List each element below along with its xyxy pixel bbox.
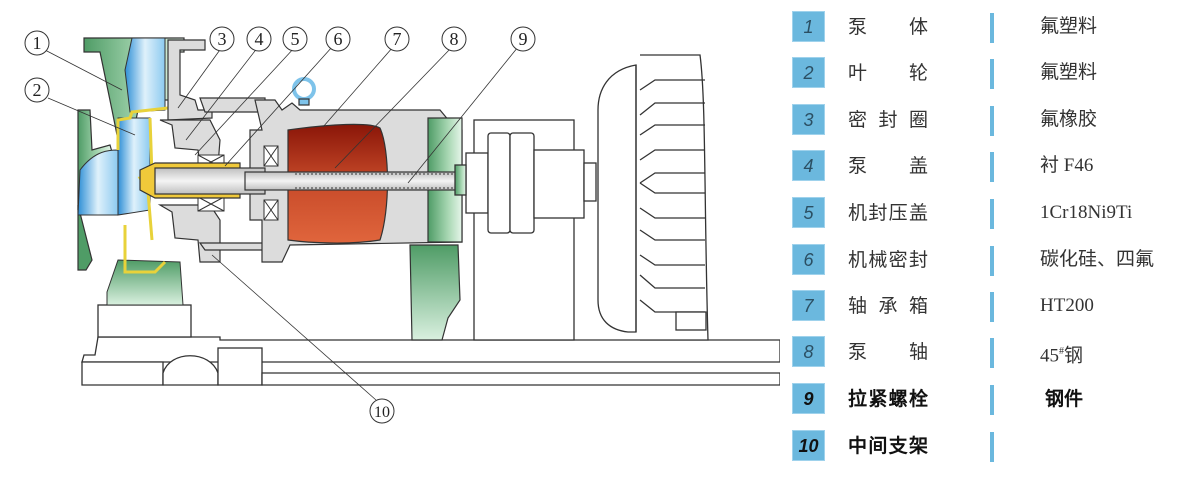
separator-bar	[990, 338, 994, 368]
part-material: HT200	[1040, 295, 1094, 316]
separator-bar	[990, 106, 994, 136]
svg-text:8: 8	[450, 29, 459, 49]
legend-row: 8 泵轴 45#钢	[790, 336, 1200, 368]
part-material: 氟塑料	[1040, 16, 1098, 37]
separator-bar	[990, 13, 994, 43]
legend-row: 4 泵盖 衬 F46	[790, 150, 1200, 182]
pump-foot	[106, 259, 184, 306]
callout-5: 5	[282, 26, 308, 52]
pump-cover	[157, 39, 266, 263]
separator-bar	[990, 246, 994, 276]
part-number-badge: 6	[792, 244, 825, 275]
callout-1: 1	[24, 30, 50, 56]
bearing-housing	[249, 99, 463, 341]
svg-text:7: 7	[393, 29, 402, 49]
separator-bar	[990, 59, 994, 89]
svg-text:1: 1	[33, 33, 42, 53]
part-name: 叶轮	[848, 62, 928, 84]
legend-row: 9 拉紧螺栓 钢件	[790, 383, 1200, 415]
part-name: 泵轴	[848, 341, 928, 363]
part-name: 泵体	[848, 16, 928, 38]
coupling	[454, 119, 597, 341]
callout-7: 7	[384, 26, 410, 52]
svg-text:9: 9	[519, 29, 528, 49]
base-plate	[81, 304, 780, 386]
part-material: 氟塑料	[1040, 62, 1098, 83]
svg-text:5: 5	[291, 29, 300, 49]
part-name: 中间支架	[848, 435, 928, 457]
part-name: 拉紧螺栓	[848, 388, 928, 410]
pump-cross-section-diagram: 1 2 3 4 5 6 7 8 9 10	[24, 26, 780, 424]
separator-bar	[990, 432, 994, 462]
part-number-badge: 4	[792, 150, 825, 181]
part-number-badge: 9	[792, 383, 825, 414]
part-number-badge: 7	[792, 290, 825, 321]
svg-text:10: 10	[374, 404, 390, 421]
part-name: 轴承箱	[848, 295, 928, 317]
part-material: 氟橡胶	[1040, 109, 1098, 130]
legend-row: 6 机械密封 碳化硅、四氟	[790, 244, 1200, 276]
suction-passage	[124, 37, 166, 113]
legend-row: 3 密封圈 氟橡胶	[790, 104, 1200, 136]
part-number-badge: 10	[792, 430, 825, 461]
separator-bar	[990, 385, 994, 415]
svg-text:3: 3	[218, 29, 227, 49]
part-name: 泵盖	[848, 155, 928, 177]
legend-row: 1 泵体 氟塑料	[790, 11, 1200, 43]
lifting-eye	[292, 77, 316, 106]
legend-row: 5 机封压盖 1Cr18Ni9Ti	[790, 197, 1200, 229]
separator-bar	[990, 152, 994, 182]
leader-lines	[44, 46, 519, 401]
part-number-badge: 5	[792, 197, 825, 228]
part-number-badge: 1	[792, 11, 825, 42]
callout-8: 8	[441, 26, 467, 52]
separator-bar	[990, 292, 994, 322]
part-material: 1Cr18Ni9Ti	[1040, 202, 1133, 223]
part-name: 密封圈	[848, 109, 928, 131]
svg-text:4: 4	[255, 29, 264, 49]
separator-bar	[990, 199, 994, 229]
part-material: 45#钢	[1040, 345, 1084, 367]
callout-10: 10	[369, 398, 395, 424]
part-name: 机封压盖	[848, 202, 928, 224]
callout-4: 4	[246, 26, 272, 52]
callout-3: 3	[209, 26, 235, 52]
svg-text:6: 6	[334, 29, 343, 49]
part-name: 机械密封	[848, 249, 928, 271]
callout-9: 9	[510, 26, 536, 52]
part-material: 碳化硅、四氟	[1040, 249, 1155, 270]
part-material: 衬 F46	[1040, 155, 1094, 176]
part-number-badge: 2	[792, 57, 825, 88]
svg-text:2: 2	[33, 80, 42, 100]
impeller-passage	[117, 117, 151, 216]
part-material: 钢件	[1045, 388, 1084, 410]
callout-6: 6	[325, 26, 351, 52]
legend-row: 7 轴承箱 HT200	[790, 290, 1200, 322]
callouts: 1 2 3 4 5 6 7 8 9 10	[24, 26, 536, 424]
legend-row: 2 叶轮 氟塑料	[790, 57, 1200, 89]
motor	[597, 54, 709, 341]
part-number-badge: 3	[792, 104, 825, 135]
part-number-badge: 8	[792, 336, 825, 367]
legend-row: 10 中间支架	[790, 430, 1200, 462]
callout-2: 2	[24, 77, 50, 103]
